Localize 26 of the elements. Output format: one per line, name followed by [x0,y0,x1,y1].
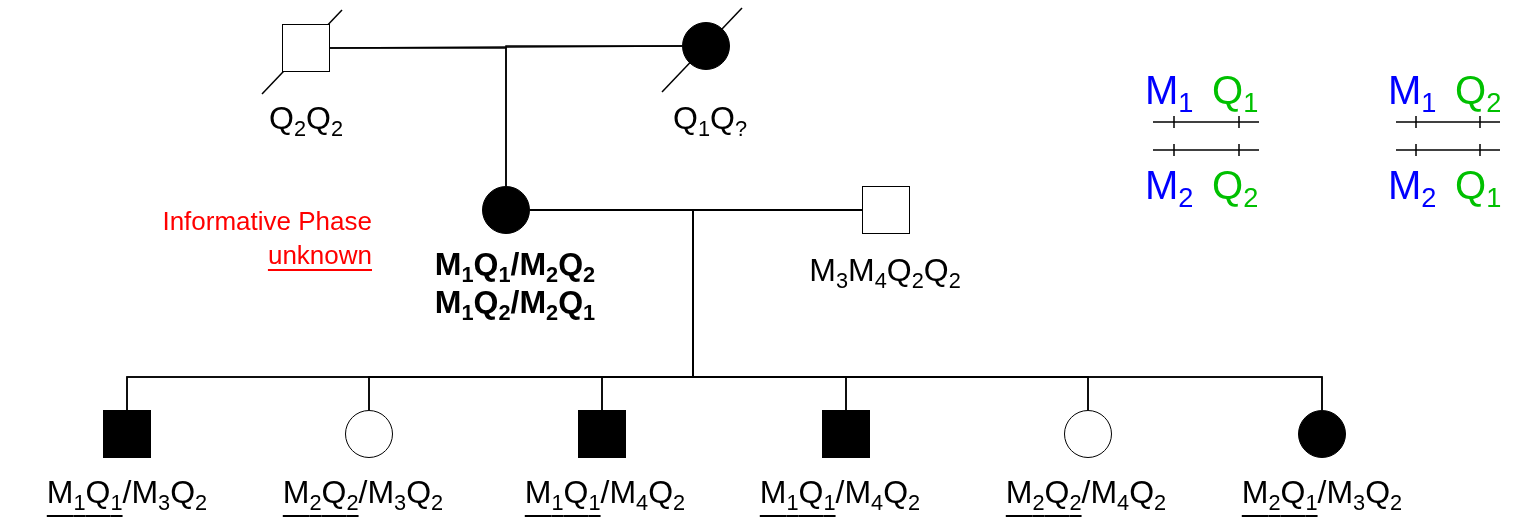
descent-line [692,209,1323,411]
allele-label: Q$_{1}$ [1212,68,1259,112]
allele-label: M$_{1}$ [1145,68,1194,112]
genotype-label: M$_{3}$M$_{4}$Q$_{2}$Q$_{2}$ [809,252,961,288]
affected-male-square [578,410,626,458]
annotation-text: Informative Phase unknown [161,205,372,272]
allele-label: M$_{2}$ [1145,163,1194,207]
allele-label: Q$_{2}$ [1455,68,1502,112]
affected-female-circle [1298,410,1346,458]
genotype-label: M$_{1}$Q$_{1}$/M$_{2}$Q$_{2}$ [434,246,596,282]
unaffected-female-circle [1064,410,1112,458]
unaffected-male-square [282,24,330,72]
allele-label: M$_{2}$ [1388,163,1437,207]
genotype-label: Q$_{1}$Q$_{?}$ [673,100,747,136]
genotype-label: Q$_{2}$Q$_{2}$ [269,100,343,136]
genotype-label: M$_{1}$Q$_{2}$/M$_{2}$Q$_{1}$ [434,284,596,320]
allele-label: Q$_{2}$ [1212,163,1259,207]
affected-male-square [103,410,151,458]
descent-line [505,45,683,187]
affected-male-square [822,410,870,458]
allele-label: Q$_{1}$ [1455,163,1502,207]
allele-label: M$_{1}$ [1388,68,1437,112]
unaffected-female-circle [345,410,393,458]
unaffected-male-square [862,186,910,234]
affected-female-circle [482,186,530,234]
affected-female-circle [682,22,730,70]
